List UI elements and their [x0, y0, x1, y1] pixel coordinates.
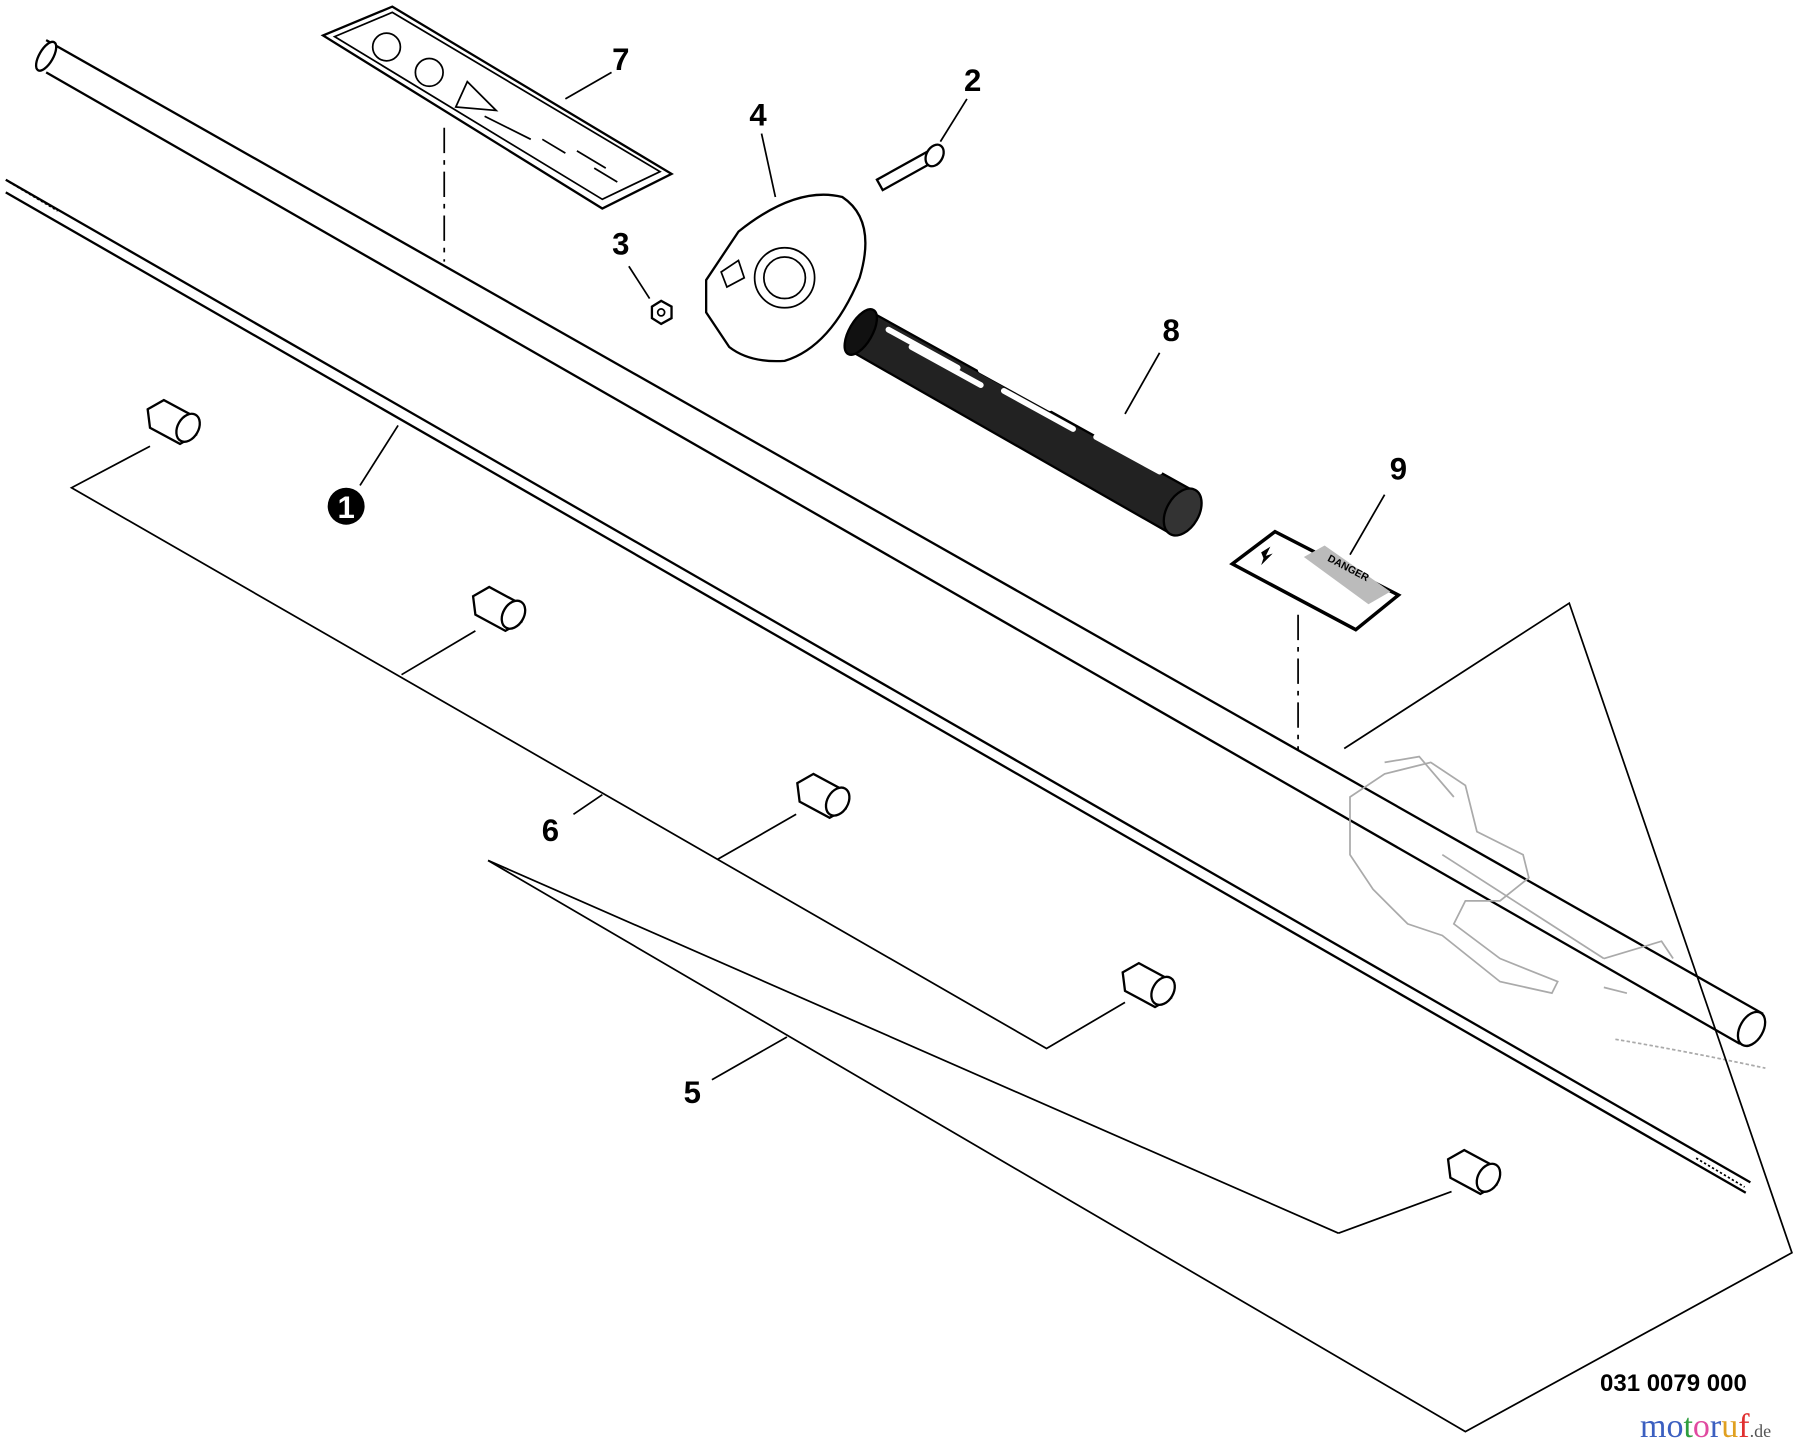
callout-8: 8 — [1162, 313, 1179, 348]
logo-letter: m — [1640, 1408, 1667, 1445]
callout-7: 7 — [612, 42, 629, 77]
grip — [843, 308, 1203, 537]
logo-letter: r — [1709, 1408, 1722, 1445]
assembly-frame — [487, 601, 1793, 1433]
logo-letter: t — [1683, 1408, 1693, 1445]
warning-decal — [320, 5, 674, 262]
logo-letter: u — [1721, 1408, 1739, 1445]
callout-1: 1 — [337, 490, 354, 525]
nut — [628, 265, 673, 326]
danger-decal: DANGER — [1229, 494, 1402, 751]
drawing-number: 031 0079 000 — [1600, 1370, 1747, 1397]
engine-housing-outline — [1349, 755, 1766, 1070]
handle-guard — [704, 133, 867, 363]
callout-5: 5 — [684, 1075, 701, 1110]
screw — [875, 98, 968, 192]
logo-letter: o — [1666, 1408, 1684, 1445]
callout-2: 2 — [964, 63, 981, 98]
logo-letter: f — [1738, 1408, 1750, 1445]
logo-letter: o — [1692, 1408, 1710, 1445]
drive-shaft — [5, 178, 1751, 1194]
callout-6: 6 — [542, 813, 559, 848]
outer-tube — [34, 39, 1767, 1048]
callout-4: 4 — [749, 97, 767, 132]
callout-9: 9 — [1390, 452, 1407, 487]
callout-1-badge — [327, 487, 365, 525]
watermark-logo: motoruf.de — [1640, 1408, 1772, 1445]
bushings — [146, 398, 1502, 1196]
callout-3: 3 — [612, 227, 629, 262]
bushing-brackets — [69, 445, 1452, 1234]
